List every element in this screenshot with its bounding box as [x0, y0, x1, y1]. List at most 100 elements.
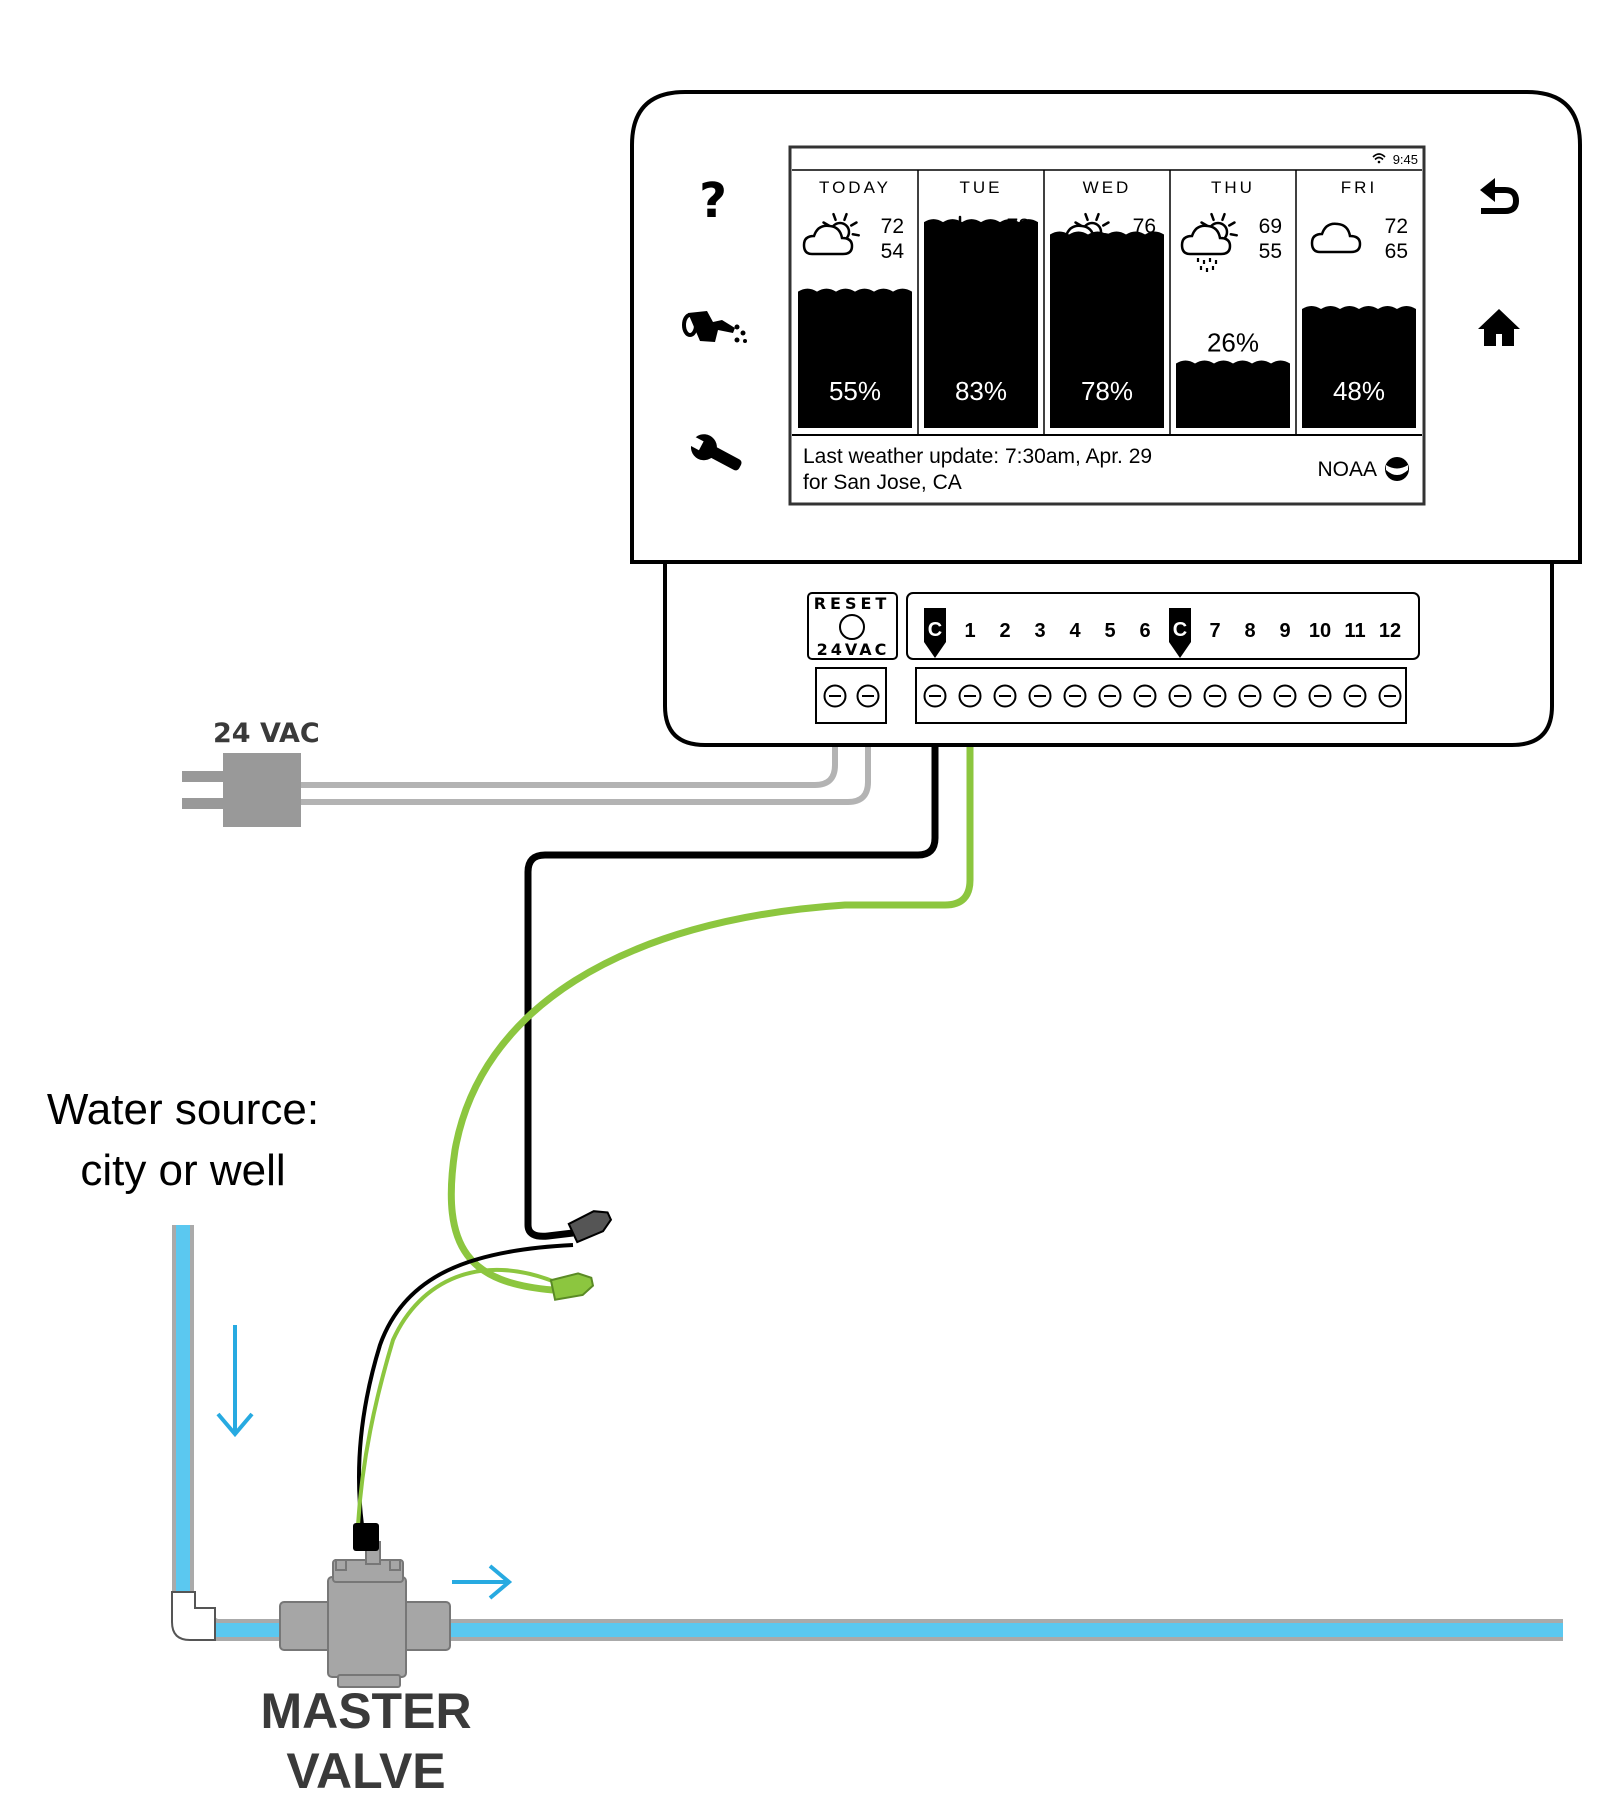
wire-nut-green [549, 1272, 595, 1301]
zone-terminal-screw[interactable] [1238, 684, 1262, 708]
valve-solenoid-cap [353, 1523, 379, 1551]
zone-label-2: 2 [999, 620, 1010, 642]
water-level-fill [924, 219, 1038, 428]
day-label: WED [1083, 178, 1132, 197]
power-plug [182, 753, 301, 827]
weather-location-text: for San Jose, CA [803, 471, 962, 494]
forecast-day-tue: TUE785683% [917, 170, 1038, 435]
water-source-label-line1: Water source: [47, 1085, 319, 1134]
zone-label-3: 3 [1034, 620, 1045, 642]
water-percent: 26% [1207, 328, 1259, 358]
zone-terminal-block [915, 667, 1407, 724]
zone-label-12: 12 [1379, 620, 1401, 642]
day-label: FRI [1341, 178, 1377, 197]
zone-terminal-screw[interactable] [958, 684, 982, 708]
status-time: 9:45 [1393, 152, 1418, 167]
zone-terminal-screw[interactable] [1308, 684, 1332, 708]
master-valve-label-line1: MASTER [260, 1683, 471, 1739]
temp-high: 69 [1259, 215, 1282, 238]
wrench-icon [686, 434, 742, 471]
common-black-wire [524, 715, 939, 1240]
zone-terminal-screw[interactable] [1063, 684, 1087, 708]
water-percent: 55% [829, 376, 881, 406]
water-source-label-line2: city or well [80, 1146, 285, 1195]
zone-terminal-screw[interactable] [923, 684, 947, 708]
plug-label: 24 VAC [213, 718, 320, 749]
zone-terminal-screw[interactable] [1098, 684, 1122, 708]
power-terminal-screw[interactable] [856, 684, 880, 708]
common-terminal-marker: C [1169, 608, 1191, 658]
temp-high: 72 [1385, 215, 1408, 238]
power-label: 24VAC [817, 640, 890, 659]
weather-source-label: NOAA [1317, 458, 1377, 481]
zone-terminal-screw[interactable] [1343, 684, 1367, 708]
zone-green-wire [447, 715, 974, 1294]
settings-button[interactable] [683, 428, 746, 478]
zone-terminal-screw[interactable] [1273, 684, 1297, 708]
water-level-fill [1302, 305, 1416, 428]
back-button[interactable] [1480, 178, 1520, 214]
power-wire-1 [300, 715, 838, 788]
zone-terminal-screw[interactable] [993, 684, 1017, 708]
temp-low: 54 [881, 240, 905, 263]
zone-label-10: 10 [1309, 620, 1331, 642]
zone-label-5: 5 [1104, 620, 1115, 642]
day-label: THU [1211, 178, 1255, 197]
water-level-fill [1176, 360, 1290, 428]
day-label: TODAY [819, 178, 891, 197]
power-terminal-screw[interactable] [823, 684, 847, 708]
water-percent: 78% [1081, 376, 1133, 406]
zone-terminal-screw[interactable] [1133, 684, 1157, 708]
power-wires [300, 715, 871, 805]
watering-button[interactable] [682, 311, 747, 343]
help-button[interactable]: ? [699, 173, 727, 229]
day-label: TUE [960, 178, 1003, 197]
wifi-icon [1372, 153, 1386, 164]
home-icon [1478, 309, 1520, 346]
svg-text:C: C [928, 619, 942, 641]
zone-label-6: 6 [1139, 620, 1150, 642]
weather-update-text: Last weather update: 7:30am, Apr. 29 [803, 445, 1152, 468]
zone-label-strip [906, 592, 1420, 660]
reset-button[interactable] [839, 614, 865, 640]
svg-text:C: C [1173, 619, 1187, 641]
forecast-columns: TODAY725455%TUE785683%WED766078%THU69552… [798, 170, 1416, 435]
zone-label-1: 1 [964, 620, 975, 642]
water-level-fill [1050, 231, 1164, 428]
water-percent: 48% [1333, 376, 1385, 406]
temp-low: 65 [1385, 240, 1408, 263]
zone-terminal-screw[interactable] [1028, 684, 1052, 708]
power-wire-2 [300, 715, 871, 805]
valve-black-lead [357, 1243, 574, 1526]
temp-low: 55 [1259, 240, 1282, 263]
zone-terminal-screw[interactable] [1168, 684, 1192, 708]
common-terminal-marker: C [924, 608, 946, 658]
zone-label-7: 7 [1209, 620, 1220, 642]
zone-label-4: 4 [1069, 620, 1081, 642]
zone-terminal-screw[interactable] [1378, 684, 1402, 708]
back-arrow-icon [1480, 178, 1520, 214]
zone-label-11: 11 [1344, 620, 1365, 642]
temp-high: 72 [881, 215, 904, 238]
pipe-elbow [171, 1591, 216, 1641]
partly-cloudy-icon [802, 212, 860, 256]
master-valve [279, 1541, 451, 1688]
water-percent: 83% [955, 376, 1007, 406]
question-mark-icon: ? [699, 173, 727, 229]
master-valve-label-line2: VALVE [286, 1743, 445, 1799]
zone-terminal-screw[interactable] [1203, 684, 1227, 708]
home-button[interactable] [1478, 309, 1520, 346]
flow-arrow-right [452, 1564, 513, 1600]
wire-nut-black [567, 1210, 613, 1244]
flow-arrow-down [216, 1325, 254, 1438]
partly-cloudy-rain-icon [1180, 212, 1238, 272]
cloudy-icon [1310, 222, 1362, 254]
valve-green-lead [356, 1267, 556, 1526]
forecast-day-wed: WED766078% [1043, 170, 1164, 435]
water-level-fill [798, 288, 912, 428]
zone-label-8: 8 [1244, 620, 1255, 642]
terminal-screws [823, 684, 1402, 708]
